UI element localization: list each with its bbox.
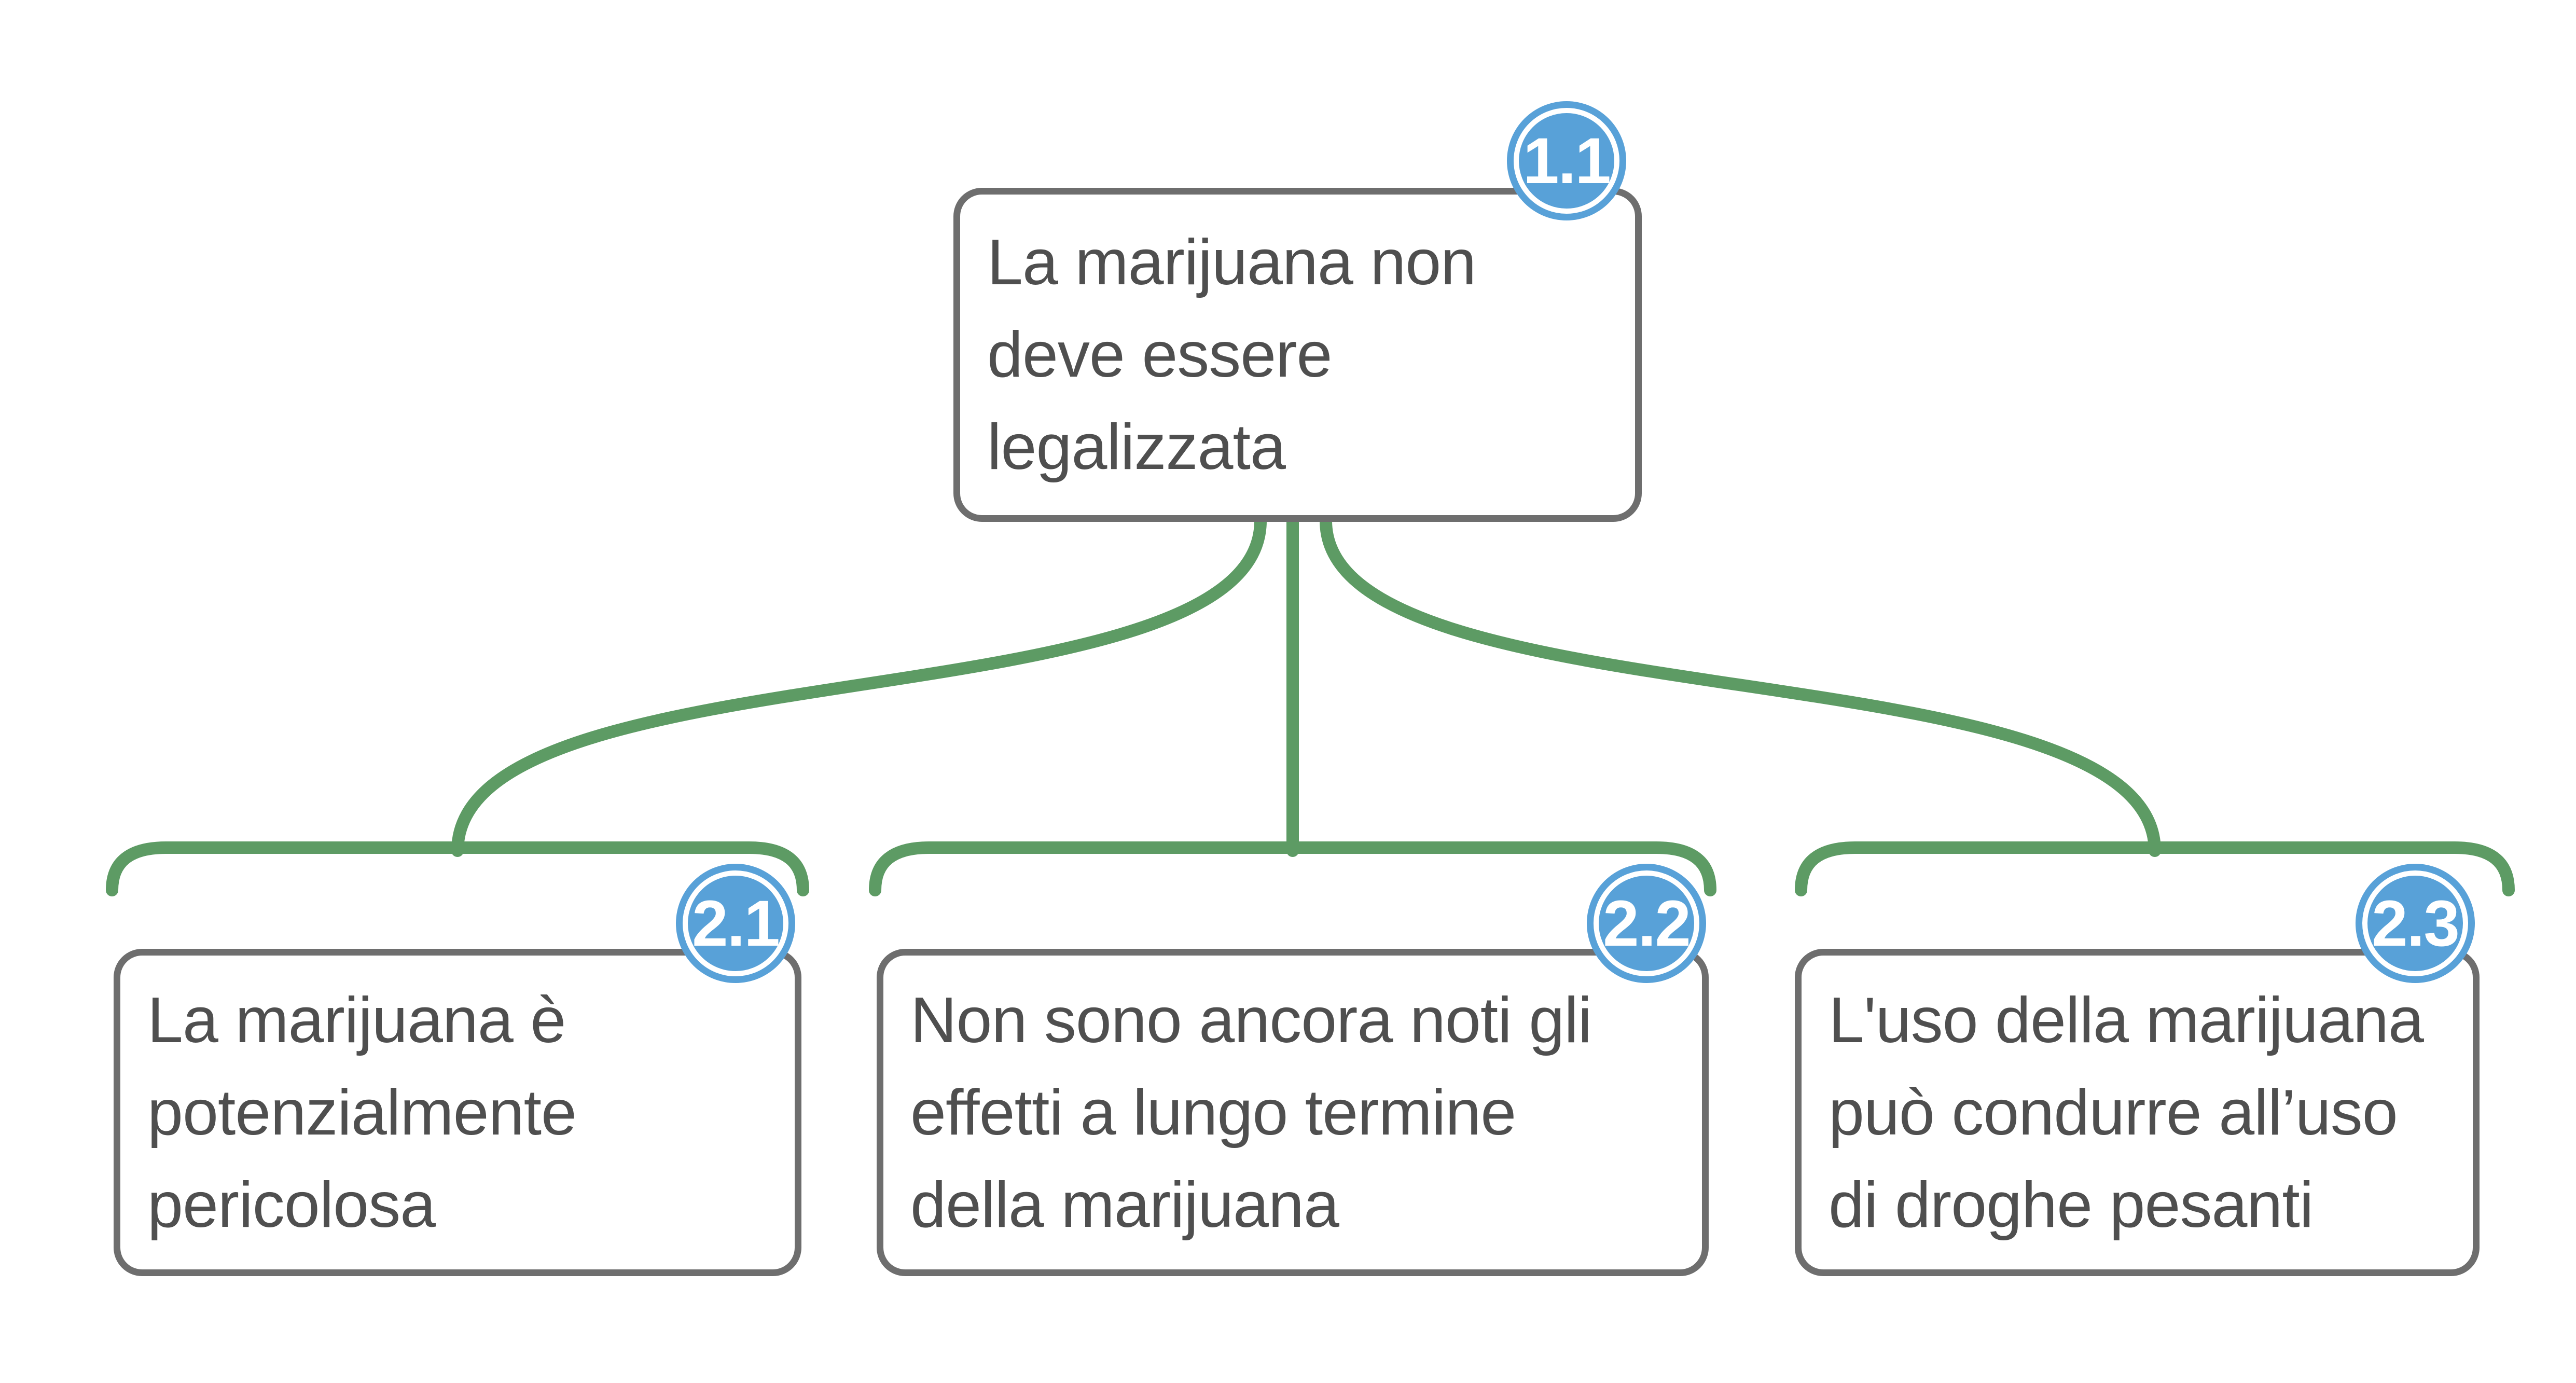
node-root-text: La marijuana non deve essere legalizzata [987,227,1476,483]
bracket-child-3 [1795,841,2515,896]
node-child-2[interactable]: Non sono ancora noti gli effetti a lungo… [877,949,1709,1276]
badge-2-3-label: 2.3 [2372,887,2460,960]
bracket-child-2 [869,841,1716,896]
badge-1-1-label: 1.1 [1523,125,1611,197]
node-child-3-text: L'uso della marijuana può condurre all’u… [1829,984,2424,1241]
badge-2-2-label: 2.2 [1603,887,1691,960]
node-child-1-text: La marijuana è potenzialmente pericolosa [147,984,577,1241]
node-child-3[interactable]: L'uso della marijuana può condurre all’u… [1795,949,2480,1276]
badge-2-2[interactable]: 2.2 [1587,864,1706,983]
badge-2-3[interactable]: 2.3 [2356,864,2475,983]
badge-2-1[interactable]: 2.1 [676,864,795,983]
node-root-claim[interactable]: La marijuana non deve essere legalizzata [953,188,1642,522]
connector-root-to-child-1 [451,515,1267,857]
badge-1-1[interactable]: 1.1 [1507,101,1626,220]
node-child-1[interactable]: La marijuana è potenzialmente pericolosa [114,949,801,1276]
connector-root-to-child-3 [1320,515,2161,857]
badge-2-1-label: 2.1 [692,887,780,960]
node-child-2-text: Non sono ancora noti gli effetti a lungo… [910,984,1592,1241]
bracket-child-1 [106,841,809,896]
